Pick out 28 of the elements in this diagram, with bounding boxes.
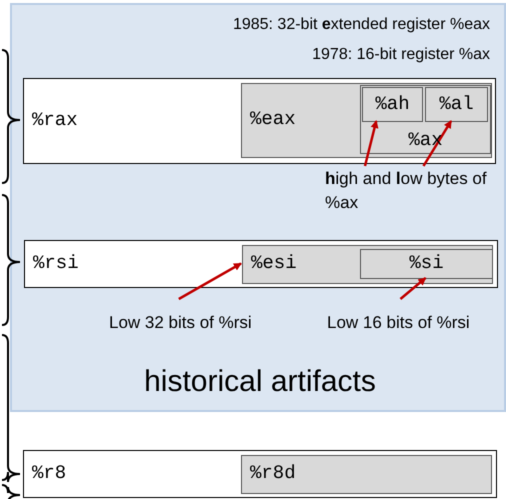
register-name: %esi [251,252,297,274]
caption-text: 1985: 32-bit extended register %eax [232,16,490,34]
subregister-box [360,85,491,154]
subregister-box [425,87,488,122]
register-name: %r8 [32,462,66,484]
subregister-box [242,245,493,284]
subregister-box [362,87,423,122]
subregister-box [241,455,492,494]
register-box [23,78,496,164]
register-name: %si [408,252,445,274]
caption-text: 1978: 16-bit register %ax [312,46,490,64]
annotation-text: Low 16 bits of %rsi [327,312,471,334]
heading: historical artifacts [143,365,377,399]
era-panel [10,3,506,412]
register-name: %eax [250,108,296,130]
subregister-box [241,83,492,158]
register-name: %r8d [250,462,296,484]
register-box [23,450,497,498]
annotation-text: Low 32 bits of %rsi [109,312,253,334]
register-name: %ah [374,92,411,114]
register-box [24,240,498,288]
register-name: %rsi [33,252,79,274]
register-name: %rax [32,108,78,130]
register-name: %al [438,92,475,114]
subregister-box [360,249,493,279]
annotation-text: high and low bytes of %ax [325,168,488,214]
arrow [178,262,242,300]
arrow [400,277,426,300]
